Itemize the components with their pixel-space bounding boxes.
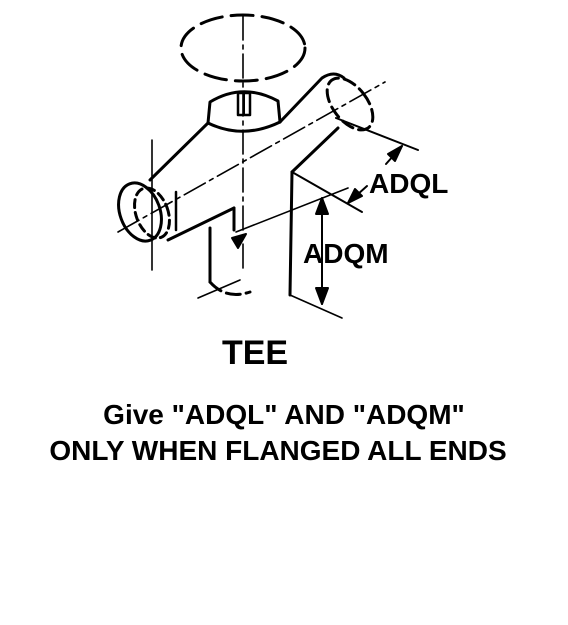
adqm-label: ADQM xyxy=(303,238,389,269)
top-flange xyxy=(179,13,307,83)
bottom-branch xyxy=(197,170,294,299)
top-branch xyxy=(206,90,282,133)
adql-dimension xyxy=(291,117,419,213)
run-pipe xyxy=(117,72,375,271)
run-centerline xyxy=(117,81,386,233)
adqm-dimension xyxy=(231,187,349,319)
drawing-title: TEE xyxy=(221,334,289,372)
note-line-2: ONLY WHEN FLANGED ALL ENDS xyxy=(49,435,507,466)
note-line-1: Give "ADQL" AND "ADQM" xyxy=(103,399,465,430)
adql-label: ADQL xyxy=(369,168,449,199)
